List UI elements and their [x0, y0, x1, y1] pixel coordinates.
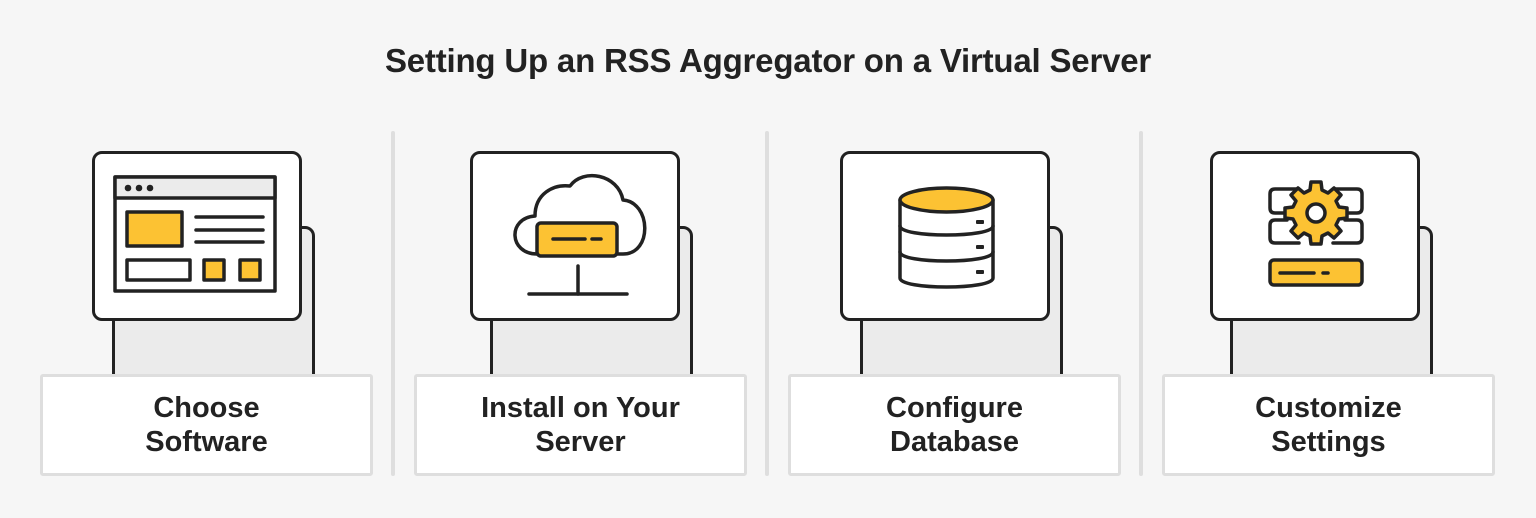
step-label-box: Customize Settings: [1162, 374, 1495, 476]
icon-card: [92, 151, 302, 321]
icon-card: [470, 151, 680, 321]
icon-card: [840, 151, 1050, 321]
step-label-box: Install on Your Server: [414, 374, 747, 476]
browser-window-icon: [113, 175, 277, 293]
settings-gear-icon: [1268, 180, 1364, 287]
page-title: Setting Up an RSS Aggregator on a Virtua…: [384, 42, 1152, 79]
icon-card: [1210, 151, 1420, 321]
step-label: Configure Database: [886, 392, 1023, 458]
step-label: Customize Settings: [1255, 392, 1402, 458]
cloud-server-icon: [513, 173, 647, 296]
step-label-box: Choose Software: [40, 374, 373, 476]
column-divider: [765, 131, 769, 476]
step-label-box: Configure Database: [788, 374, 1121, 476]
database-icon: [898, 186, 995, 289]
step-label: Install on Your Server: [481, 392, 680, 458]
column-divider: [391, 131, 395, 476]
step-label: Choose Software: [145, 392, 268, 458]
column-divider: [1139, 131, 1143, 476]
